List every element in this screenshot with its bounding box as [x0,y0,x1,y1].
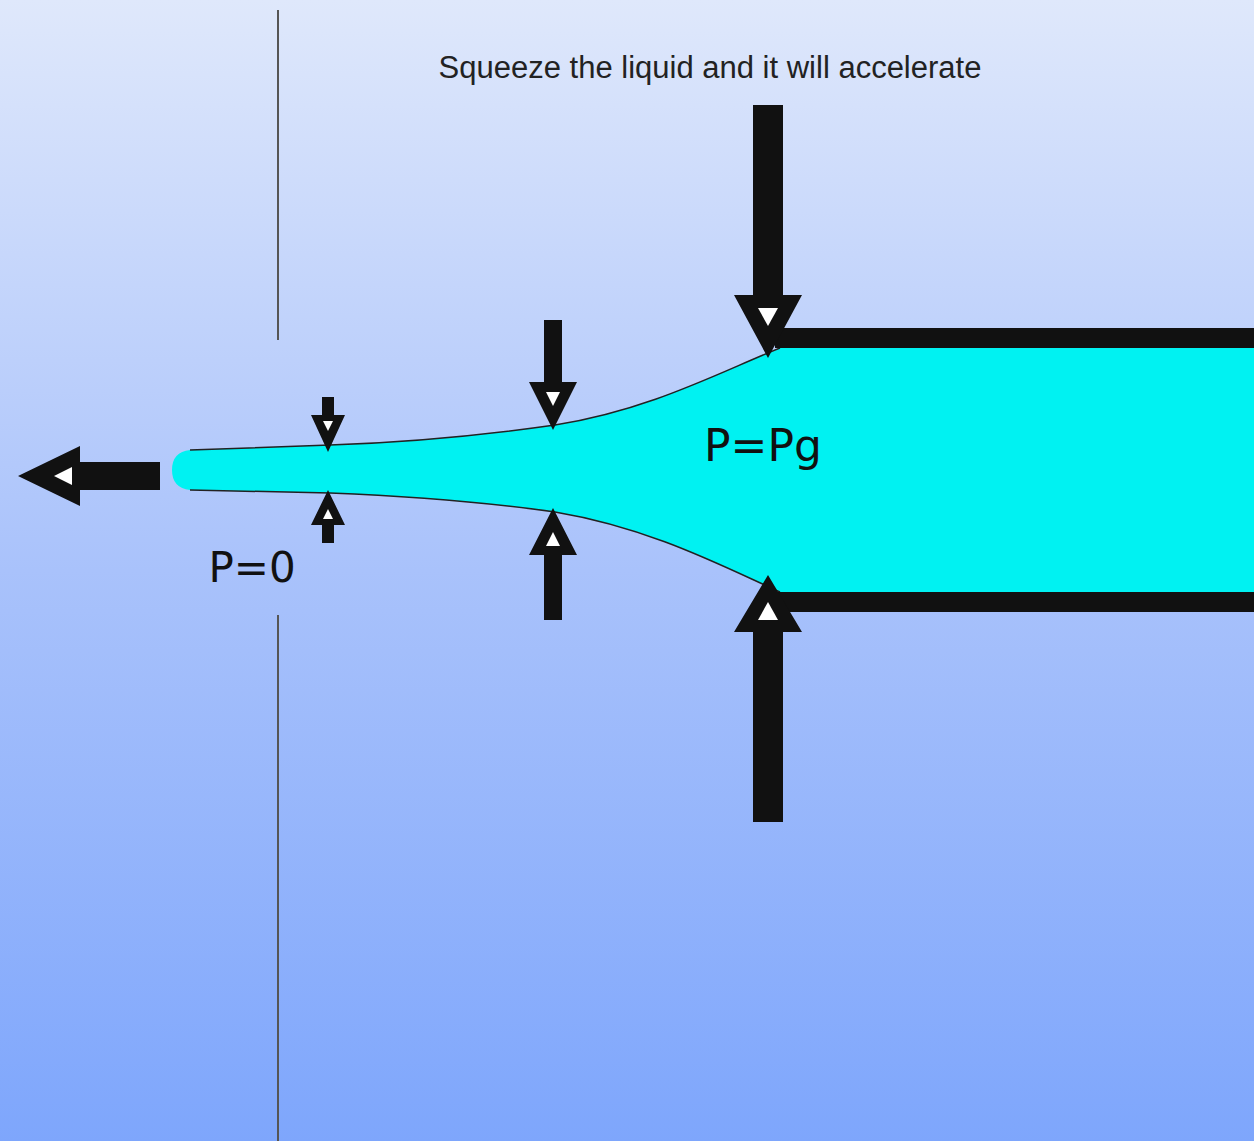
flow-arrow [18,446,160,506]
jet-surface [190,490,780,592]
nozzle-wall [775,592,1254,612]
liquid-jet [172,348,1254,592]
pressure-arrow [529,508,577,620]
pressure-arrow [311,397,345,452]
pressure-arrow [734,105,802,358]
jet-surface [190,348,780,450]
plane-line [277,615,279,1141]
pressure-arrow [734,575,802,822]
pressure-arrow [311,490,345,543]
pressure-label: P=Pg [704,420,822,471]
nozzle-wall [775,328,1254,348]
heading: Squeeze the liquid and it will accelerat… [439,50,982,86]
plane-line [277,10,279,340]
pressure-arrows [18,105,802,822]
pressure-label: P=0 [208,543,295,592]
pressure-arrow [529,320,577,430]
arrow-highlights [54,308,778,620]
